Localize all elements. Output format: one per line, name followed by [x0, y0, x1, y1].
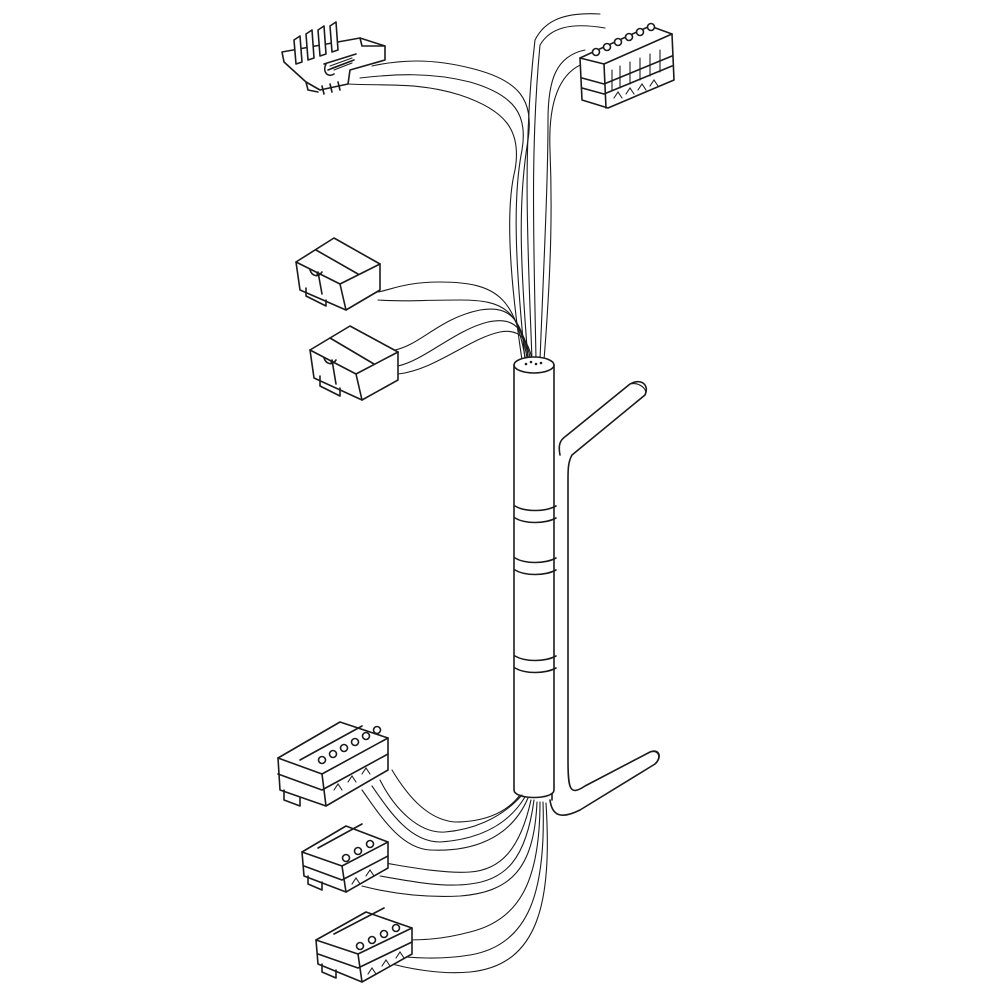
connector-mid-1 [295, 237, 381, 311]
connector-top-left [281, 21, 386, 95]
upper-wire-bundle [347, 13, 606, 361]
mid-wire-bundle [377, 281, 535, 375]
connector-bottom-3 [315, 907, 413, 983]
main-sleeve [513, 356, 557, 799]
connector-top-right [579, 22, 675, 109]
lower-wire-bundle [361, 769, 548, 974]
side-tube [549, 380, 660, 816]
connector-bottom-2 [301, 823, 389, 893]
connector-mid-2 [309, 325, 399, 401]
connector-bottom-1 [277, 721, 389, 807]
